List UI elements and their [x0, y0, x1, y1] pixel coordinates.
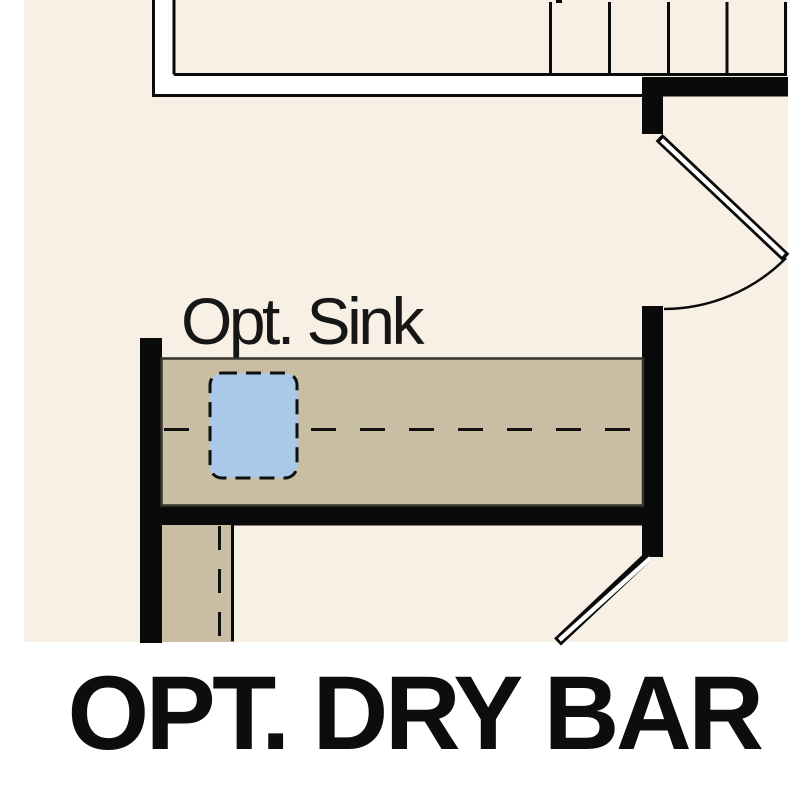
wall-left [140, 338, 162, 643]
wall-counter-base [140, 505, 643, 526]
optional-sink [208, 371, 299, 480]
door-upper [655, 133, 790, 311]
wall-top-right [642, 77, 788, 97]
stair-treads [549, 2, 787, 75]
hollow-wall-band [152, 0, 643, 96]
wall-right [642, 306, 663, 557]
door-swing-arc [663, 257, 787, 311]
door-leaf-lower-core [557, 556, 653, 642]
opt-sink-label: Opt. Sink [181, 284, 424, 358]
door-leaf-upper-core [659, 138, 786, 257]
door-head-jamb-wall [642, 95, 663, 134]
top-edge-tick [556, 0, 562, 3]
plan-caption: OPT. DRY BAR [67, 655, 764, 772]
door-lower [554, 552, 653, 646]
